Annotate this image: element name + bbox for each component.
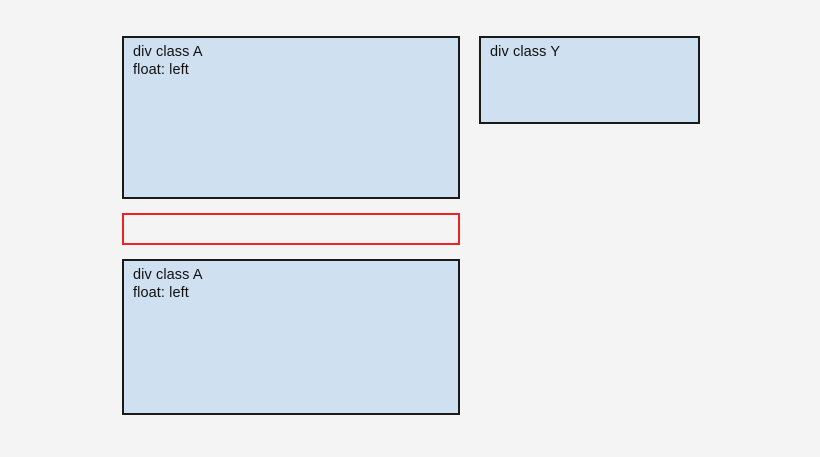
div-class-a-top-label: div class A float: left <box>133 44 203 78</box>
div-class-y-box: div class Y <box>479 36 700 124</box>
div-class-a-bottom-label: div class A float: left <box>133 267 203 301</box>
div-class-a-bottom-box: div class A float: left <box>122 259 460 415</box>
empty-red-outline-box <box>122 213 460 245</box>
div-class-y-label: div class Y <box>490 44 561 60</box>
div-class-a-top-box: div class A float: left <box>122 36 460 199</box>
